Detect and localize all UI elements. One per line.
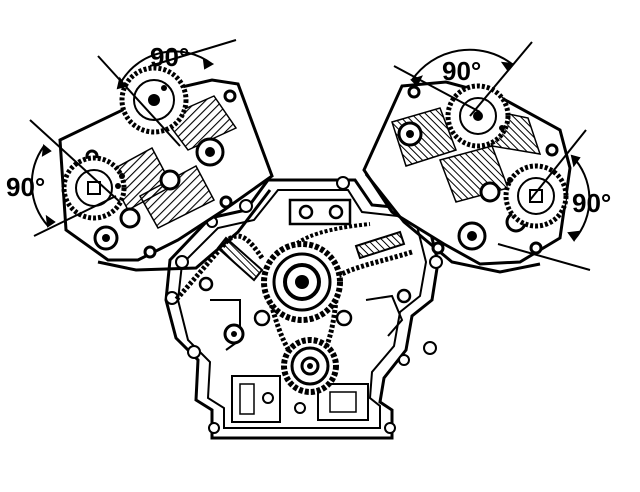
idler-sprocket	[261, 241, 343, 323]
engine-block	[164, 176, 443, 440]
right-cylinder-head	[362, 80, 572, 274]
perimeter-bolt-bosses	[165, 176, 443, 434]
right-upper-angle-label: 90°	[442, 56, 481, 86]
left-lower-angle-marker	[29, 119, 121, 237]
left-lower-angle-label: 90°	[6, 172, 45, 202]
crankshaft-sprocket	[281, 337, 339, 395]
left-upper-angle-marker	[97, 39, 237, 147]
right-lower-angle-marker	[497, 129, 591, 271]
right-lower-angle-label: 90°	[572, 188, 611, 218]
right-upper-angle-marker	[393, 41, 533, 117]
chain-guides	[216, 198, 406, 282]
left-cylinder-head	[58, 65, 274, 272]
left-upper-angle-label: 90°	[150, 42, 189, 72]
